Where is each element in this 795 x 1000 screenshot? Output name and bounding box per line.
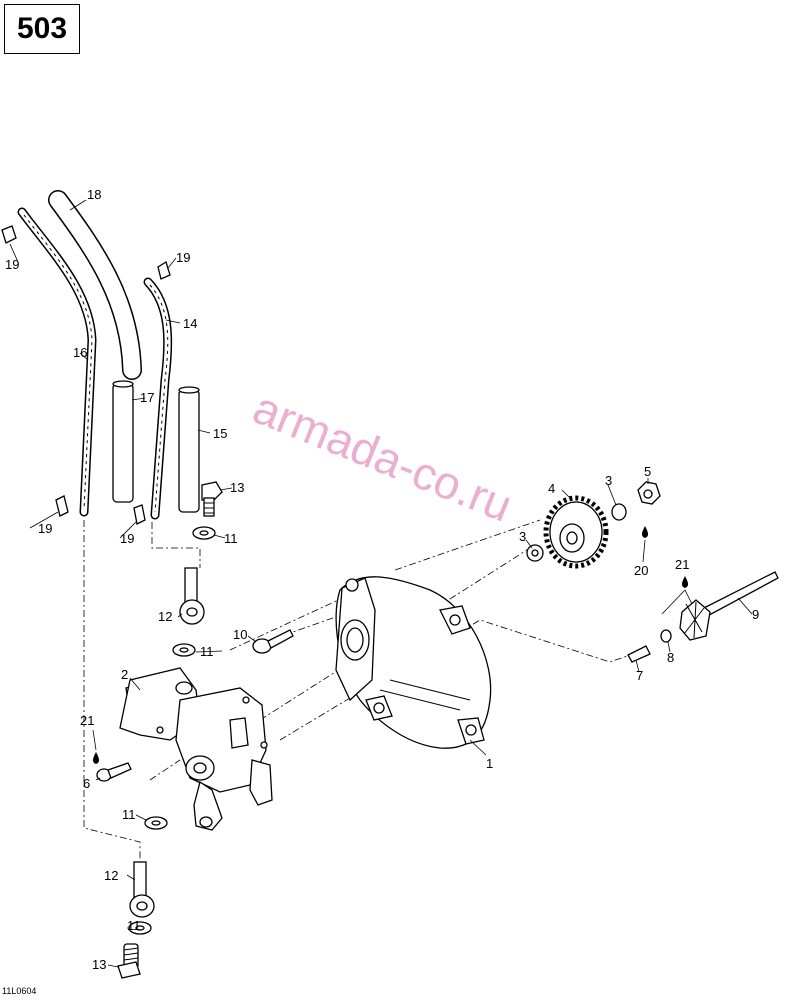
- callout-17: 17: [140, 390, 154, 405]
- leader-lines: [9, 199, 753, 968]
- callout-10: 10: [233, 627, 247, 642]
- callout-8: 8: [667, 650, 674, 665]
- callout-21: 21: [80, 713, 94, 728]
- callout-3: 3: [519, 529, 526, 544]
- figure-code: 11L0604: [2, 986, 37, 996]
- callout-labels: 18 19 19 14 16 17 15 13 19 19 11 12 10 1…: [5, 187, 759, 972]
- callout-15: 15: [213, 426, 227, 441]
- hose-15: [178, 386, 200, 513]
- callout-21: 21: [675, 557, 689, 572]
- callout-11: 11: [200, 644, 214, 659]
- washer-icon: [128, 503, 672, 935]
- hose-16: [17, 207, 97, 517]
- screw-6-icon: [96, 762, 132, 782]
- shaft-9-icon: [661, 571, 779, 641]
- callout-7: 7: [636, 668, 643, 683]
- page-number-box: 503: [4, 4, 80, 54]
- hose-17: [112, 380, 134, 503]
- callout-2: 2: [121, 667, 128, 682]
- clamp-19-icon: [1, 225, 171, 525]
- callout-19: 19: [38, 521, 52, 536]
- hose-14: [143, 277, 173, 520]
- callout-20: 20: [634, 563, 648, 578]
- callout-19: 19: [120, 531, 134, 546]
- callout-13: 13: [92, 957, 106, 972]
- hose-18: [48, 190, 142, 380]
- callout-18: 18: [87, 187, 101, 202]
- housing-cover-1: [335, 576, 492, 749]
- watermark-text: armada-co.ru: [246, 381, 519, 532]
- callout-16: 16: [73, 345, 87, 360]
- callout-14: 14: [183, 316, 197, 331]
- oil-drop-icon: [92, 526, 689, 764]
- callout-19: 19: [176, 250, 190, 265]
- oil-pump-2: [119, 667, 273, 831]
- callout-9: 9: [752, 607, 759, 622]
- callout-6: 6: [83, 776, 90, 791]
- callout-19: 19: [5, 257, 19, 272]
- banjo-fitting-12-icon: [179, 567, 205, 625]
- screw-10-icon: [252, 629, 294, 654]
- callout-13: 13: [230, 480, 244, 495]
- bolt-13-icon: [201, 481, 223, 517]
- callout-11: 11: [224, 531, 238, 546]
- gear-4-icon: [543, 495, 609, 569]
- bolt-13-lower-icon: [117, 943, 141, 979]
- callout-12: 12: [104, 868, 118, 883]
- callout-4: 4: [548, 481, 555, 496]
- callout-1: 1: [486, 756, 493, 771]
- callout-5: 5: [644, 464, 651, 479]
- callout-12: 12: [158, 609, 172, 624]
- callout-11: 11: [127, 918, 141, 933]
- pin-7-icon: [627, 645, 651, 663]
- page-number: 503: [16, 12, 68, 45]
- banjo-fitting-12-lower-icon: [129, 861, 155, 918]
- nut-5-icon: [637, 481, 661, 505]
- callout-3: 3: [605, 473, 612, 488]
- callout-11: 11: [122, 807, 136, 822]
